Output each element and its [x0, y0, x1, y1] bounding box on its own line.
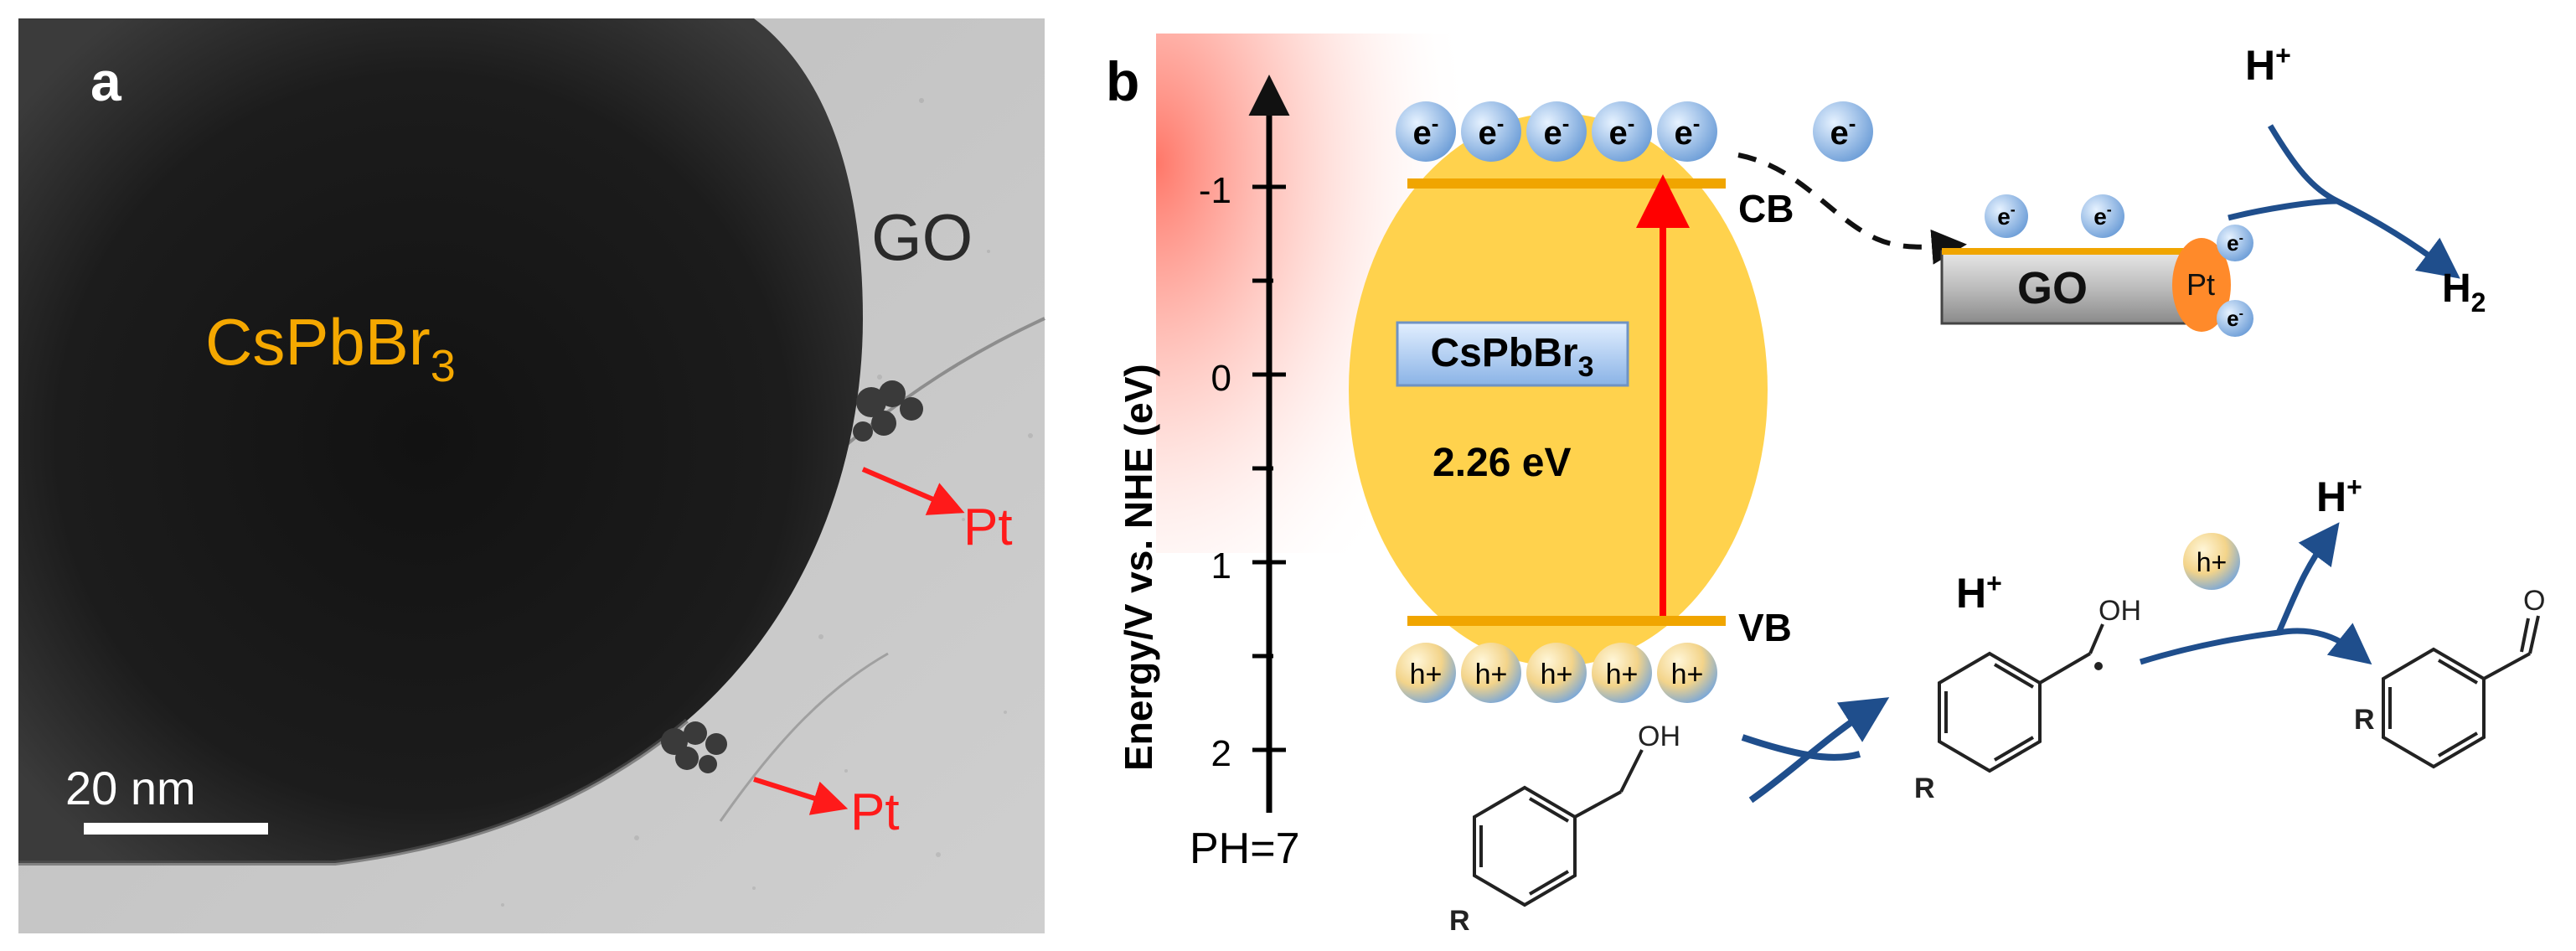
svg-text:e-: e-	[1830, 111, 1856, 152]
go-sheet-label: GO	[2017, 263, 2088, 313]
svg-text:e-: e-	[1609, 111, 1635, 152]
hydrogen-evolution-arrow	[2267, 124, 2460, 279]
proton-label-middle: H+	[1956, 568, 2002, 617]
pt-particle	[2172, 238, 2231, 332]
semiconductor-name-box	[1396, 321, 1629, 387]
conduction-band	[1407, 178, 1726, 189]
go-electrons: e- e- e- e-	[1985, 194, 2253, 337]
product-r: R	[2354, 704, 2375, 736]
go-label: GO	[871, 200, 973, 274]
reactant-oh: OH	[1638, 721, 1680, 752]
electron: e-	[1813, 101, 1873, 162]
tick-label-0: 0	[1211, 358, 1231, 399]
tem-texture	[501, 98, 1033, 907]
semiconductor-name: CsPbBr3	[1431, 331, 1594, 383]
pt-label-lower: Pt	[850, 783, 900, 841]
reactant-r: R	[1449, 905, 1470, 937]
oxidation-arrow-2	[2139, 623, 2372, 665]
hole: h+	[1526, 643, 1587, 703]
svg-text:e-: e-	[1479, 111, 1505, 152]
electron: e-	[2217, 225, 2253, 261]
svg-text:h+: h+	[2197, 547, 2227, 577]
hole: h+	[1396, 643, 1456, 703]
pt-arrow-lower	[753, 777, 849, 815]
vb-holes: h+ h+ h+ h+ h+	[1396, 643, 1717, 703]
oxidation-arrow-1	[1741, 734, 1861, 761]
radical-r: R	[1914, 773, 1935, 804]
cb-label: CB	[1738, 187, 1794, 230]
electron-transfer-arrow	[1737, 152, 1967, 265]
cspbbr3-particle	[18, 18, 863, 863]
benzaldehyde	[2382, 615, 2540, 769]
scale-bar	[84, 823, 268, 835]
axis-ticks	[1252, 184, 1286, 752]
pt-arrow-upper	[861, 467, 965, 515]
tick-label-1: 1	[1211, 545, 1231, 587]
proton-label-top: H+	[2245, 40, 2291, 89]
hole: h+	[1657, 643, 1717, 703]
go-top-layer	[1942, 248, 2185, 255]
electron: e-	[2081, 194, 2124, 238]
go-sheet-edge	[719, 652, 889, 822]
go-sheet	[1940, 250, 2186, 325]
panel-a-label: a	[90, 50, 122, 112]
radical-intermediate	[1938, 623, 2104, 773]
pt-cluster-lower	[661, 721, 727, 773]
radical-oh: OH	[2098, 595, 2141, 627]
pt-particle-label: Pt	[2186, 267, 2215, 302]
tick-label-neg1: -1	[1199, 170, 1231, 211]
svg-text:e-: e-	[1997, 201, 2016, 230]
material-label: CsPbBr3	[205, 305, 456, 391]
oxidation-arrow-1b	[1748, 697, 1890, 804]
particle-edge	[18, 718, 689, 866]
svg-text:e-: e-	[1544, 111, 1570, 152]
hole: h+	[1461, 643, 1521, 703]
electron: e-	[1985, 194, 2028, 238]
scale-bar-label: 20 nm	[65, 762, 196, 814]
electron: e-	[1396, 101, 1456, 162]
proton-release-arrow	[2275, 522, 2340, 634]
electron: e-	[1461, 101, 1521, 162]
electron: e-	[1657, 101, 1717, 162]
vb-label: VB	[1738, 606, 1792, 649]
svg-text:e-: e-	[1413, 111, 1439, 152]
svg-text:e-: e-	[2093, 201, 2112, 230]
electron: e-	[1526, 101, 1587, 162]
svg-text:e-: e-	[1675, 111, 1701, 152]
valence-band	[1407, 616, 1726, 626]
ph-condition: PH=7	[1190, 824, 1300, 873]
axis-title: Energy/V vs. NHE (eV)	[1117, 364, 1160, 771]
hole-badge: h+	[2183, 533, 2240, 590]
svg-text:h+: h+	[1475, 659, 1508, 690]
svg-text:h+: h+	[1410, 659, 1443, 690]
proton-label-upper: H+	[2316, 472, 2362, 520]
semiconductor-body	[1349, 113, 1768, 666]
tick-label-2: 2	[1211, 733, 1231, 774]
svg-text:h+: h+	[1606, 659, 1639, 690]
panel-b: b -1 0 1 2 Energy/V vs. NHE (eV) PH=7 CB…	[1106, 34, 2545, 937]
h2-label: H2	[2442, 266, 2486, 318]
electron-input-arrow	[2228, 198, 2338, 221]
electron: e-	[2217, 300, 2253, 337]
radical-dot	[2094, 662, 2103, 670]
bandgap-value: 2.26 eV	[1433, 441, 1571, 485]
svg-text:e-: e-	[2227, 306, 2243, 331]
svg-text:e-: e-	[2227, 230, 2243, 256]
hole: h+	[1592, 643, 1652, 703]
benzyl-alcohol	[1473, 749, 1644, 907]
svg-text:h+: h+	[1671, 659, 1704, 690]
pt-cluster-upper	[853, 380, 923, 442]
panel-b-label: b	[1106, 50, 1139, 112]
svg-text:h+: h+	[1541, 659, 1573, 690]
electron: e-	[1592, 101, 1652, 162]
cb-electrons: e- e- e- e- e- e-	[1396, 101, 1873, 162]
product-o: O	[2523, 585, 2545, 617]
panel-a: a GO CsPbBr3 Pt Pt 20 nm	[18, 18, 1045, 933]
pt-label-upper: Pt	[963, 499, 1013, 556]
